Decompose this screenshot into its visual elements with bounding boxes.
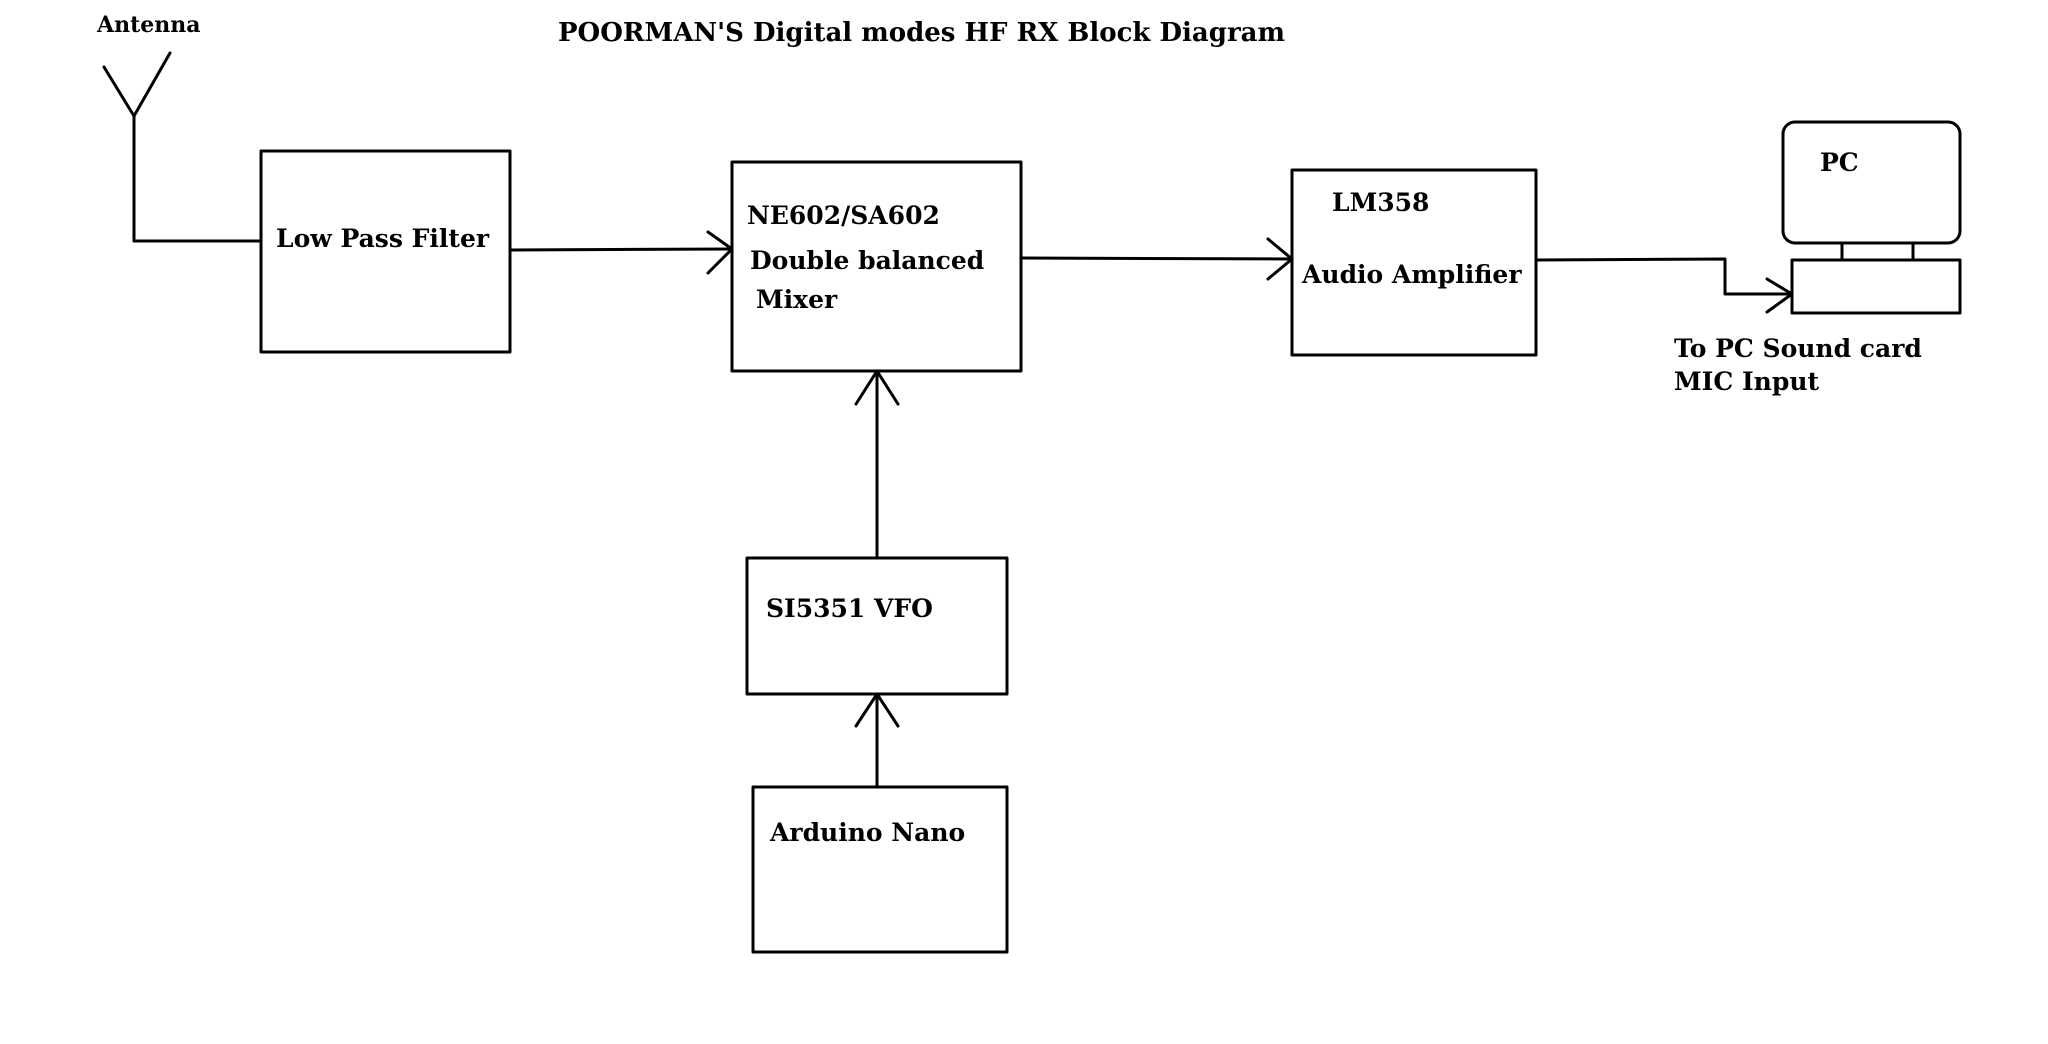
wire-mixer-to-amplifier	[1019, 256, 1294, 261]
arrowhead-pc-input	[1765, 277, 1794, 314]
vfo-label: SI5351 VFO	[766, 594, 933, 623]
mixer-label-type: Double balanced	[750, 246, 985, 275]
pc-monitor-stand	[1840, 241, 1915, 262]
wire-lpf-to-mixer	[508, 247, 734, 252]
audio-amplifier-block	[1290, 168, 1538, 357]
low-pass-filter-label: Low Pass Filter	[276, 224, 490, 253]
diagram-title: POORMAN'S Digital modes HF RX Block Diag…	[558, 18, 1285, 48]
amplifier-label-part: LM358	[1332, 188, 1430, 217]
arrowhead-mixer-lo-input	[854, 369, 900, 406]
wire-amplifier-to-pc	[1534, 257, 1794, 296]
arrowhead-vfo-input	[854, 692, 900, 728]
pc-monitor	[1781, 120, 1962, 245]
antenna-label: Antenna	[97, 12, 201, 38]
arrowhead-mixer-input	[706, 230, 734, 275]
pc-connection-note-line2: MIC Input	[1674, 367, 1820, 396]
arduino-nano-block	[751, 785, 1009, 954]
pc-icon	[1781, 120, 1962, 315]
amplifier-label-name: Audio Amplifier	[1302, 260, 1522, 289]
mixer-label-part: NE602/SA602	[747, 201, 940, 230]
pc-base	[1790, 258, 1962, 315]
vfo-block	[745, 556, 1009, 696]
pc-label: PC	[1820, 148, 1859, 177]
arduino-nano-label: Arduino Nano	[770, 818, 966, 847]
arrowhead-amplifier-input	[1266, 237, 1294, 281]
low-pass-filter-block	[259, 149, 512, 354]
antenna-icon	[102, 51, 172, 243]
pc-connection-note-line1: To PC Sound card	[1674, 334, 1922, 363]
mixer-label-name: Mixer	[756, 285, 838, 314]
